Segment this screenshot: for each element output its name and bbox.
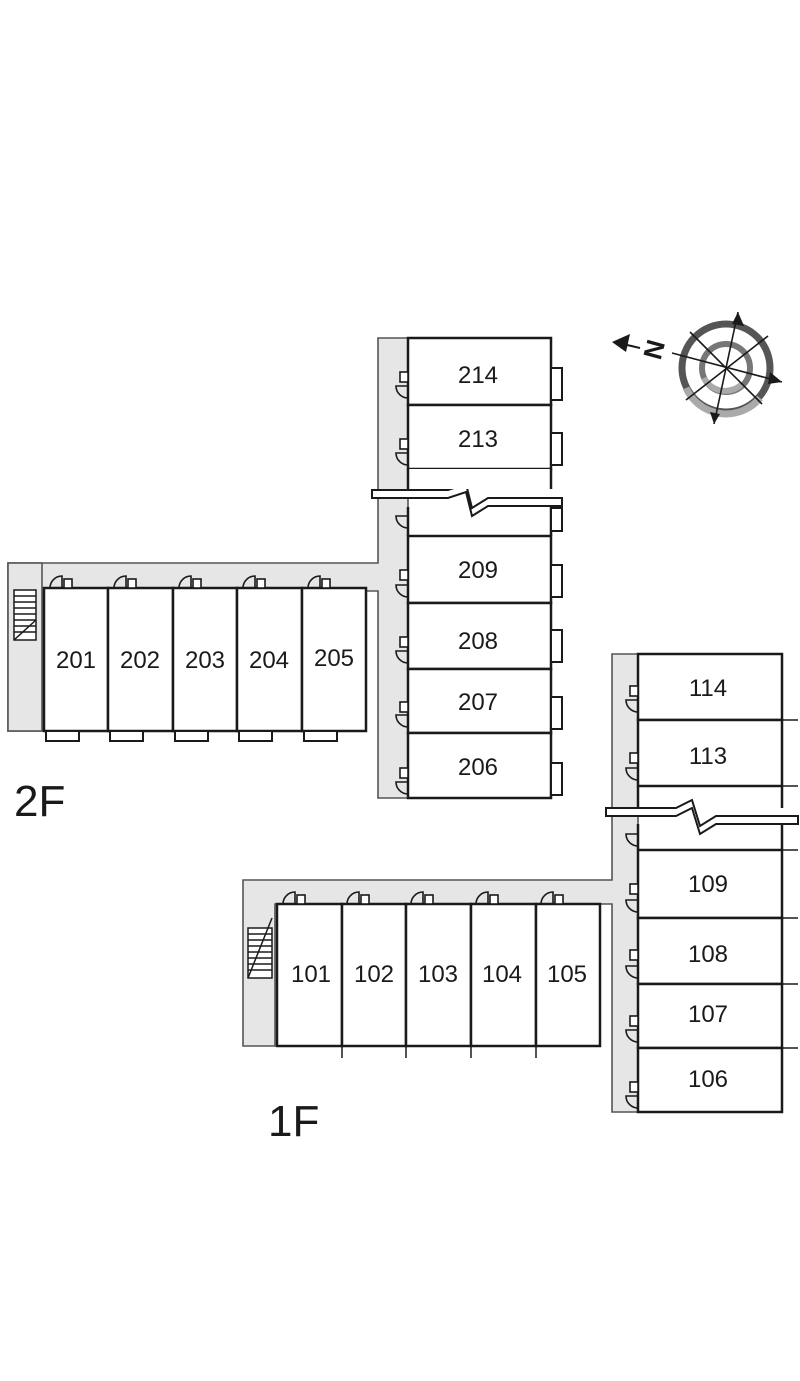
unit-208 xyxy=(406,601,553,671)
unit-label: 209 xyxy=(458,557,498,584)
unit-label: 205 xyxy=(314,645,354,672)
unit-label: 109 xyxy=(688,871,728,898)
balcony xyxy=(550,762,563,796)
stairs-2f xyxy=(13,589,37,641)
unit-label: 105 xyxy=(547,961,587,988)
balcony xyxy=(174,730,209,742)
unit-label: 102 xyxy=(354,961,394,988)
unit-106 xyxy=(636,1046,784,1114)
door-icons-2f-horizontal xyxy=(49,575,331,589)
floor-label-1f: 1F xyxy=(268,1097,319,1146)
north-arrow-compass-icon: N xyxy=(612,311,783,425)
unit-102 xyxy=(340,902,408,1048)
unit-label: 103 xyxy=(418,961,458,988)
unit-104 xyxy=(469,902,538,1048)
compass-north-label: N xyxy=(637,337,671,363)
balcony xyxy=(550,432,563,466)
unit-label: 201 xyxy=(56,647,96,674)
floor-1f: 101 102 103 104 105 114 113 xyxy=(242,652,799,1146)
unit-label: 204 xyxy=(249,647,289,674)
unit-114 xyxy=(636,652,784,722)
units-2f-vertical-top: 214 213 xyxy=(406,336,563,471)
unit-label: 107 xyxy=(688,1001,728,1028)
unit-label: 203 xyxy=(185,647,225,674)
units-1f-horizontal: 101 102 103 104 105 xyxy=(275,891,602,1058)
unit-107 xyxy=(636,982,784,1050)
units-2f-vertical-bottom: 209 208 207 206 xyxy=(406,534,563,800)
unit-109 xyxy=(636,848,784,920)
unit-label: 101 xyxy=(291,961,331,988)
break-line-2f xyxy=(371,469,563,536)
unit-207 xyxy=(406,667,553,735)
unit-label: 207 xyxy=(458,689,498,716)
floor-2f: 201 202 203 204 205 214 21 xyxy=(7,336,563,826)
unit-213 xyxy=(406,403,553,471)
balcony xyxy=(45,730,80,742)
unit-label: 114 xyxy=(689,675,727,702)
partition-ticks xyxy=(341,1046,537,1058)
balcony xyxy=(550,696,563,730)
stair-landing-2f xyxy=(7,562,43,732)
stairs-1f xyxy=(247,917,273,979)
unit-label: 104 xyxy=(482,961,522,988)
balcony xyxy=(550,367,563,401)
unit-103 xyxy=(404,902,473,1048)
door-icons-1f-horizontal xyxy=(282,891,564,905)
units-2f-horizontal: 201 202 203 204 205 xyxy=(42,575,368,742)
break-line-1f xyxy=(605,786,799,850)
units-1f-vertical-bottom: 109 108 107 106 xyxy=(636,848,798,1114)
unit-label: 106 xyxy=(688,1066,728,1093)
unit-203 xyxy=(171,586,239,733)
balcony xyxy=(238,730,273,742)
unit-105 xyxy=(534,902,602,1048)
unit-label: 208 xyxy=(458,628,498,655)
floor-label-2f: 2F xyxy=(14,777,65,826)
unit-label: 213 xyxy=(458,426,498,453)
unit-label: 202 xyxy=(120,647,160,674)
unit-101 xyxy=(275,902,344,1048)
unit-label: 113 xyxy=(689,743,727,770)
balcony xyxy=(550,629,563,663)
balcony xyxy=(550,564,563,598)
unit-205 xyxy=(300,586,368,733)
door-icons-2f-vertical xyxy=(395,371,409,795)
unit-label: 108 xyxy=(688,941,728,968)
units-1f-vertical-top: 114 113 xyxy=(636,652,798,788)
unit-label: 206 xyxy=(458,754,498,781)
unit-label: 214 xyxy=(458,362,498,389)
door-icons-1f-vertical xyxy=(625,685,639,1109)
partition-ticks xyxy=(782,849,798,1049)
balcony xyxy=(109,730,144,742)
unit-206 xyxy=(406,731,553,800)
balcony xyxy=(303,730,338,742)
